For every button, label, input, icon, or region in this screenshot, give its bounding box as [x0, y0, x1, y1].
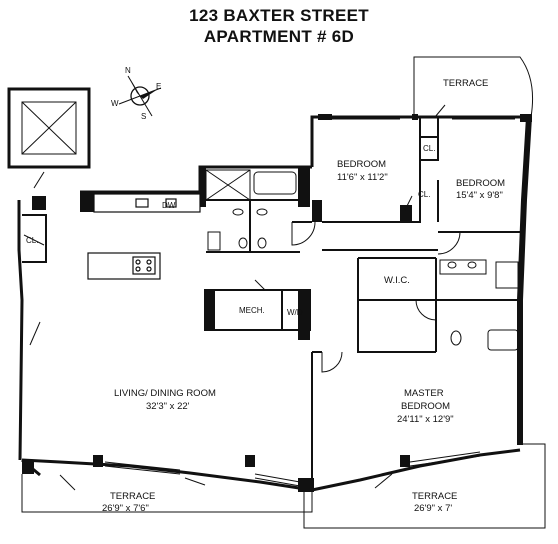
exterior-walls: [17, 115, 532, 492]
terrace-left-label: TERRACE: [110, 491, 155, 502]
wic-label: W.I.C.: [384, 275, 410, 286]
closet-bedroom2-label: CL.: [423, 144, 435, 153]
living-dims: 32'3" x 22': [146, 401, 190, 412]
compass-e: E: [156, 82, 161, 91]
terrace-left-dims: 26'9" x 7'6": [102, 503, 149, 514]
interior-walls: [22, 117, 524, 490]
windows: [104, 115, 515, 487]
bath-fixtures: [205, 169, 519, 351]
plan-subtitle: APARTMENT # 6D: [203, 27, 355, 46]
compass-icon: [118, 75, 162, 117]
kitchen-counter: [87, 193, 201, 280]
terrace-bottom-areas: [21, 443, 546, 529]
bedroom2-dims: 15'4" x 9'8": [456, 190, 503, 201]
wall-columns: [22, 114, 532, 492]
terrace-right-dims: 26'9" x 7': [414, 503, 452, 514]
plan-title: 123 BAXTER STREET: [189, 6, 369, 25]
bedroom1-dims: 11'6" x 11'2": [337, 172, 388, 183]
bedroom2-label: BEDROOM: [456, 178, 505, 189]
master-dims: 24'11" x 12'9": [397, 414, 454, 425]
closet-entry-label: CL.: [26, 236, 38, 245]
living-label: LIVING/ DINING ROOM: [114, 388, 216, 399]
mech-label: MECH.: [239, 306, 265, 315]
terrace-right-label: TERRACE: [412, 491, 457, 502]
compass-s: S: [141, 112, 146, 121]
dishwasher-label: DW: [162, 201, 176, 210]
compass-n: N: [125, 66, 131, 75]
bedroom1-label: BEDROOM: [337, 159, 386, 170]
master-label-1: MASTER: [404, 388, 444, 399]
terrace-top-label: TERRACE: [443, 78, 488, 89]
wd-label: W/D: [287, 308, 303, 317]
elevator-shaft: [7, 87, 91, 169]
master-label-2: BEDROOM: [401, 401, 450, 412]
closet-bedroom1-label: CL.: [418, 190, 430, 199]
compass-w: W: [111, 99, 119, 108]
door-swings: [23, 104, 461, 491]
